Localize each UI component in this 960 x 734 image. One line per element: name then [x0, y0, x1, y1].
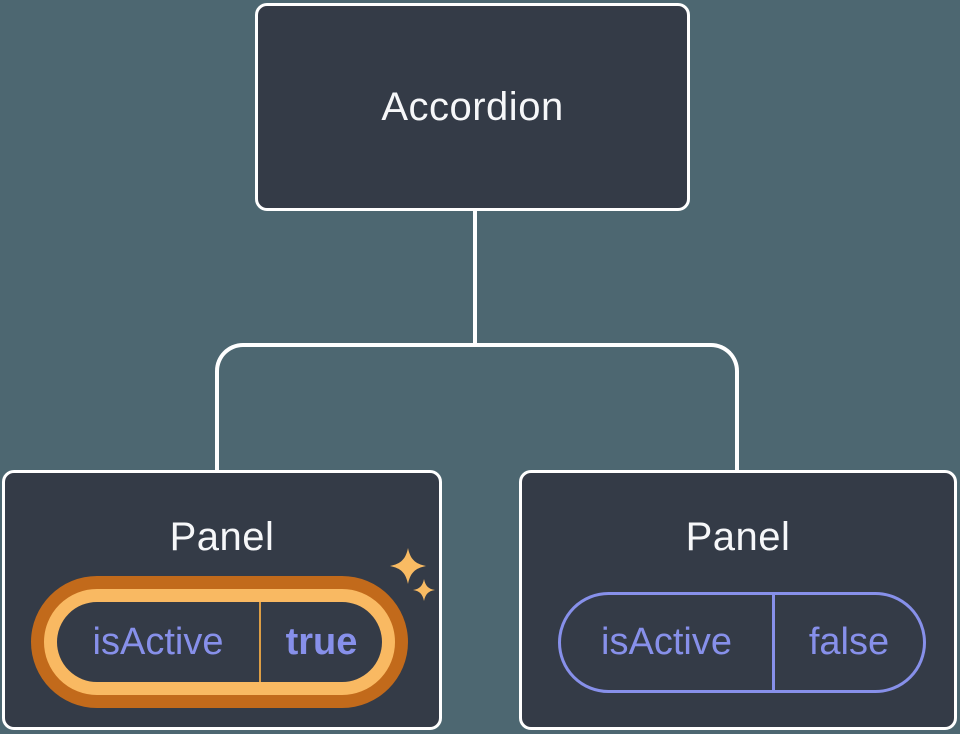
state-name-label: isActive [601, 621, 732, 663]
state-pill-active: isActive true [44, 589, 395, 695]
panel-node-active: Panel isActive true [2, 470, 442, 730]
panel-inactive-title: Panel [685, 515, 791, 559]
accordion-node-label: Accordion [381, 84, 564, 129]
state-value-cell: false [775, 595, 923, 690]
pill-divider [259, 602, 261, 682]
panel-active-title: Panel [169, 515, 275, 559]
panel-node-inactive: Panel isActive false [519, 470, 957, 730]
state-name-cell: isActive [561, 595, 772, 690]
state-name-cell: isActive [57, 602, 259, 682]
state-value-label: false [808, 621, 890, 663]
state-pill-inactive: isActive false [558, 592, 926, 693]
state-value-cell: true [261, 602, 382, 682]
sparkles-icon [390, 548, 435, 601]
accordion-node: Accordion [255, 3, 690, 211]
state-name-label: isActive [92, 620, 224, 663]
connector-branch [215, 343, 739, 470]
pill-divider [772, 595, 775, 690]
state-value-label: true [285, 620, 358, 663]
connector-root-stem [473, 209, 477, 347]
